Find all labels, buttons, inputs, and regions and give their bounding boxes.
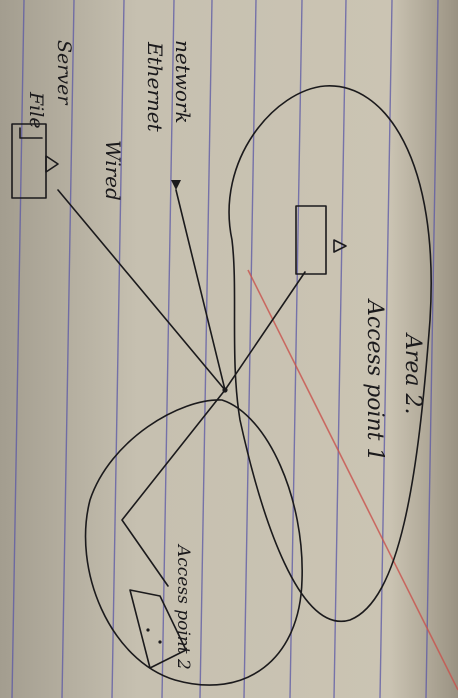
access-point-1-antenna-icon bbox=[333, 239, 347, 253]
access-point-2-label: Access point 2 bbox=[173, 543, 193, 670]
rule-line bbox=[425, 0, 439, 698]
ruled-lines bbox=[11, 0, 439, 698]
wired-label: Wired bbox=[101, 140, 125, 201]
file-server-label: File bbox=[25, 91, 47, 129]
file-server-detail bbox=[19, 127, 43, 139]
link-ethernet bbox=[175, 189, 226, 391]
hub-point bbox=[222, 387, 228, 393]
rule-line bbox=[161, 0, 175, 698]
link-file-server bbox=[57, 189, 226, 391]
rule-line bbox=[289, 0, 303, 698]
access-point-2-area bbox=[84, 399, 303, 686]
ethernet-arrow-icon bbox=[171, 180, 181, 190]
rule-line bbox=[199, 0, 213, 698]
device-dot bbox=[146, 628, 150, 632]
rule-line bbox=[11, 0, 25, 698]
access-point-1-box bbox=[295, 205, 327, 275]
access-point-1-label: Access point 1 bbox=[362, 298, 387, 462]
network-links bbox=[57, 189, 306, 587]
network-label: network bbox=[171, 40, 195, 124]
rule-line bbox=[111, 0, 125, 698]
margin-line bbox=[247, 269, 458, 691]
link-access-point-1 bbox=[224, 271, 306, 391]
rule-line bbox=[379, 0, 393, 698]
access-point-2-device bbox=[129, 589, 187, 669]
rule-line bbox=[61, 0, 75, 698]
area-2-label: Area 2. bbox=[400, 332, 425, 415]
rule-line bbox=[333, 0, 347, 698]
link-access-point-2 bbox=[121, 389, 226, 587]
file-server-antenna-icon bbox=[45, 155, 59, 173]
rule-line bbox=[243, 0, 257, 698]
ethernet-label: Ethernet bbox=[143, 41, 167, 133]
file-server-label-2: Server bbox=[53, 40, 75, 106]
device-dot bbox=[158, 640, 162, 644]
area-2-ellipse bbox=[228, 85, 432, 623]
